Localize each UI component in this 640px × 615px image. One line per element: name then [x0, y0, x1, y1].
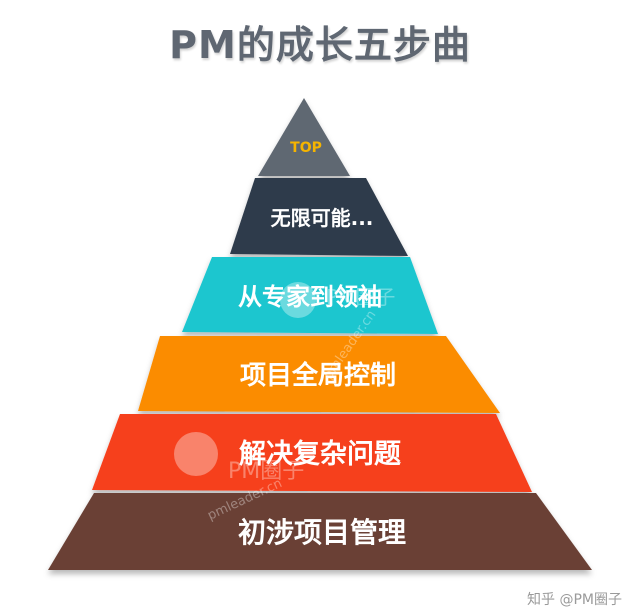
page-title: PM的成长五步曲	[169, 23, 471, 67]
watermark-brand: PM圈子	[326, 285, 395, 309]
footer-credit: 知乎 @PM圈子	[527, 592, 622, 608]
pyramid-label-top: TOP	[290, 140, 322, 156]
pyramid-layer-expert-to-leader	[182, 257, 438, 334]
pyramid-layer-top	[258, 98, 350, 176]
pyramid-layer-global-control	[138, 336, 500, 413]
pyramid-label-complex-problems: 解决复杂问题	[239, 439, 401, 470]
pyramid-layer-unlimited	[230, 178, 408, 256]
pyramid-layer-beginner	[48, 493, 592, 570]
watermark-brand-lower: PM圈子	[228, 459, 304, 484]
pyramid-layer-complex-problems	[92, 414, 532, 492]
pyramid-label-unlimited: 无限可能...	[271, 206, 374, 230]
pyramid-label-beginner: 初涉项目管理	[238, 516, 406, 549]
pyramid-label-global-control: 项目全局控制	[240, 360, 396, 391]
pyramid-label-expert-to-leader: 从专家到领袖	[238, 283, 382, 311]
